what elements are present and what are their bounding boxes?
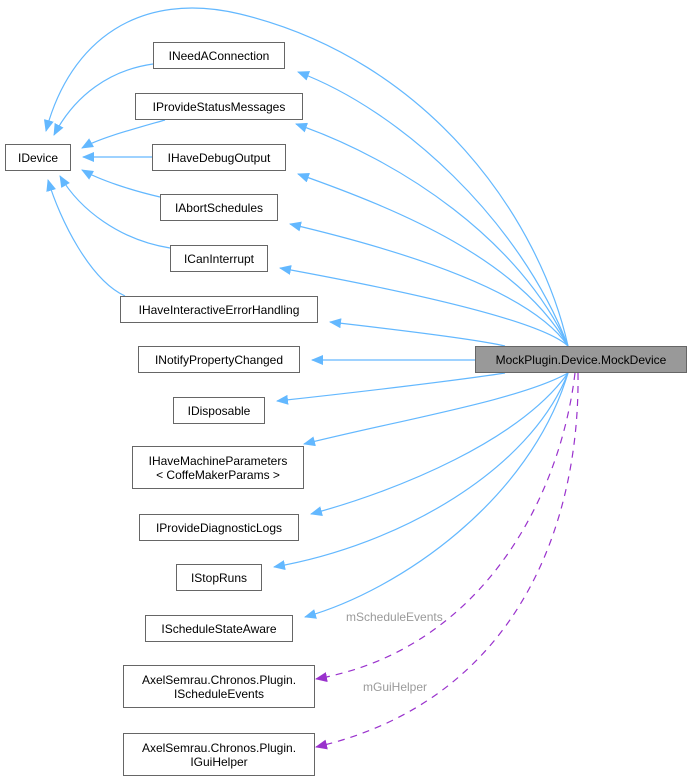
edge-mock-to-idisposable	[276, 372, 506, 405]
edge-icaninterrupt-to-idevice	[59, 175, 171, 249]
node-ihaveinteractiveerrorhandling[interactable]: IHaveInteractiveErrorHandling	[120, 296, 318, 323]
node-inotifypropertychanged[interactable]: INotifyPropertyChanged	[138, 346, 300, 373]
edge-iabortschedules-to-idevice	[81, 169, 161, 198]
node-label-line: ICanInterrupt	[183, 251, 255, 266]
node-label-line: IProvideStatusMessages	[152, 99, 286, 114]
node-label-line: INotifyPropertyChanged	[154, 352, 284, 367]
edge-mock-to-icaninterrupt	[279, 265, 569, 347]
edge-mock-to-iprovidediagnosticlogs	[310, 372, 569, 516]
edge-mock-to-ihaveinteractiveerrorhandling	[329, 318, 506, 347]
node-istopruns[interactable]: IStopRuns	[176, 564, 262, 591]
node-label-line: IDevice	[17, 150, 58, 165]
node-iguihelper[interactable]: AxelSemrau.Chronos.Plugin.IGuiHelper	[123, 733, 315, 776]
node-icaninterrupt[interactable]: ICanInterrupt	[170, 245, 268, 272]
node-idevice[interactable]: IDevice	[5, 144, 71, 171]
edge-mock-to-ihavedebugoutput	[297, 172, 569, 347]
node-ihavemachineparameters[interactable]: IHaveMachineParameters< CoffeMakerParams…	[132, 446, 304, 489]
edge-mock-to-ischedulestateaware	[304, 372, 569, 619]
node-mock[interactable]: MockPlugin.Device.MockDevice	[475, 346, 687, 373]
edge-mock-to-ischeduleevents	[315, 372, 576, 682]
node-label-line: INeedAConnection	[168, 48, 270, 63]
edge-ineedaconnection-to-idevice	[53, 63, 154, 136]
node-label-line: AxelSemrau.Chronos.Plugin.	[141, 740, 297, 755]
node-ihavedebugoutput[interactable]: IHaveDebugOutput	[152, 144, 286, 171]
node-ischedulestateaware[interactable]: IScheduleStateAware	[145, 615, 293, 642]
node-label-line: IGuiHelper	[190, 754, 248, 769]
node-label-line: IScheduleEvents	[173, 686, 265, 701]
node-label-line: IScheduleStateAware	[161, 621, 277, 636]
node-iabortschedules[interactable]: IAbortSchedules	[160, 194, 278, 221]
node-ineedaconnection[interactable]: INeedAConnection	[153, 42, 285, 69]
edge-mock-to-ihavemachineparameters	[303, 372, 569, 447]
edge-mock-to-iprovidestatusmessages	[295, 122, 569, 347]
edge-mock-to-idevice	[43, 7, 569, 347]
edge-mock-to-iguihelper	[315, 372, 579, 750]
node-label-line: MockPlugin.Device.MockDevice	[495, 352, 667, 367]
edge-label-iguihelper: mGuiHelper	[363, 680, 428, 694]
node-label-line: AxelSemrau.Chronos.Plugin.	[141, 672, 297, 687]
node-label-line: IHaveDebugOutput	[167, 150, 271, 165]
node-label-line: < CoffeMakerParams >	[156, 467, 280, 482]
edges-layer	[43, 7, 579, 750]
node-label-line: IAbortSchedules	[174, 200, 264, 215]
node-label-line: IHaveMachineParameters	[148, 453, 288, 468]
node-label-line: IProvideDiagnosticLogs	[155, 520, 283, 535]
edge-mock-to-iabortschedules	[289, 221, 569, 347]
edge-ihaveinteractiveerrorhandling-to-idevice	[46, 179, 126, 297]
node-iprovidestatusmessages[interactable]: IProvideStatusMessages	[135, 93, 303, 120]
edge-mock-to-ineedaconnection	[297, 71, 569, 347]
node-iprovidediagnosticlogs[interactable]: IProvideDiagnosticLogs	[139, 514, 299, 541]
edge-mock-to-istopruns	[273, 372, 569, 571]
edge-label-ischeduleevents: mScheduleEvents	[346, 610, 443, 624]
node-label-line: IDisposable	[187, 403, 251, 418]
node-label-line: IStopRuns	[190, 570, 248, 585]
node-idisposable[interactable]: IDisposable	[173, 397, 265, 424]
edge-iprovidestatusmessages-to-idevice	[81, 119, 166, 149]
node-ischeduleevents[interactable]: AxelSemrau.Chronos.Plugin.IScheduleEvent…	[123, 665, 315, 708]
node-label-line: IHaveInteractiveErrorHandling	[138, 302, 300, 317]
